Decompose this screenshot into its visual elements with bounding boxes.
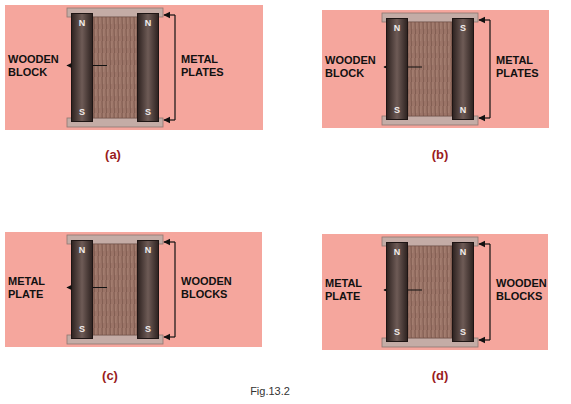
panel: WOODEN BLOCKMETAL PLATESNSSN <box>322 10 549 128</box>
bracket <box>489 244 490 340</box>
bracket-arrow <box>479 243 490 244</box>
magnet-bar: SN <box>452 18 474 120</box>
panel-caption: (a) <box>105 147 121 162</box>
bracket-arrow <box>164 241 175 242</box>
center-block <box>408 22 452 116</box>
bracket <box>174 242 175 337</box>
pole-letter: S <box>71 324 93 334</box>
pole-letter: N <box>452 247 474 257</box>
center-block <box>408 246 452 338</box>
center-block <box>93 17 137 118</box>
panel: METAL PLATEWOODEN BLOCKSNSNS <box>5 232 262 347</box>
magnet-bar: NS <box>452 242 474 342</box>
pole-letter: N <box>137 245 159 255</box>
pole-letter: S <box>452 23 474 33</box>
part-label: METAL PLATES <box>181 53 237 79</box>
magnet-bar: NS <box>386 242 408 342</box>
part-label: METAL PLATE <box>325 277 381 303</box>
bracket-arrow <box>479 339 490 340</box>
panel-caption: (b) <box>432 147 449 162</box>
pole-letter: N <box>71 245 93 255</box>
bracket-arrow <box>164 336 175 337</box>
pole-letter: S <box>137 324 159 334</box>
figure-caption: Fig.13.2 <box>250 385 290 397</box>
bracket-arrow <box>164 119 175 120</box>
bracket-arrow <box>479 19 490 20</box>
bracket-arrow <box>479 117 490 118</box>
magnet-bar: NS <box>137 240 159 339</box>
bracket <box>489 20 490 118</box>
pole-letter: S <box>386 327 408 337</box>
center-block <box>93 244 137 335</box>
magnet-bar: NS <box>137 13 159 122</box>
part-label: METAL PLATES <box>496 54 549 80</box>
bracket <box>174 15 175 120</box>
panel: WOODEN BLOCKMETAL PLATESNSNS <box>5 5 263 130</box>
part-label: WOODEN BLOCK <box>325 54 381 80</box>
pole-letter: N <box>452 105 474 115</box>
panel-caption: (c) <box>102 368 118 383</box>
magnet-bar: NS <box>386 18 408 120</box>
pole-letter: S <box>386 105 408 115</box>
pole-letter: N <box>137 18 159 28</box>
magnet-bar: NS <box>71 13 93 122</box>
part-label: WOODEN BLOCKS <box>496 277 548 303</box>
panel-caption: (d) <box>432 368 449 383</box>
pole-letter: N <box>386 247 408 257</box>
part-label: WOODEN BLOCK <box>8 53 64 79</box>
part-label: WOODEN BLOCKS <box>181 275 237 301</box>
pole-letter: N <box>71 18 93 28</box>
part-label: METAL PLATE <box>8 275 64 301</box>
magnet-bar: NS <box>71 240 93 339</box>
pole-letter: S <box>71 107 93 117</box>
panel: METAL PLATEWOODEN BLOCKSNSNS <box>322 234 548 350</box>
pole-letter: N <box>386 23 408 33</box>
bracket-arrow <box>164 14 175 15</box>
pole-letter: S <box>452 327 474 337</box>
pole-letter: S <box>137 107 159 117</box>
